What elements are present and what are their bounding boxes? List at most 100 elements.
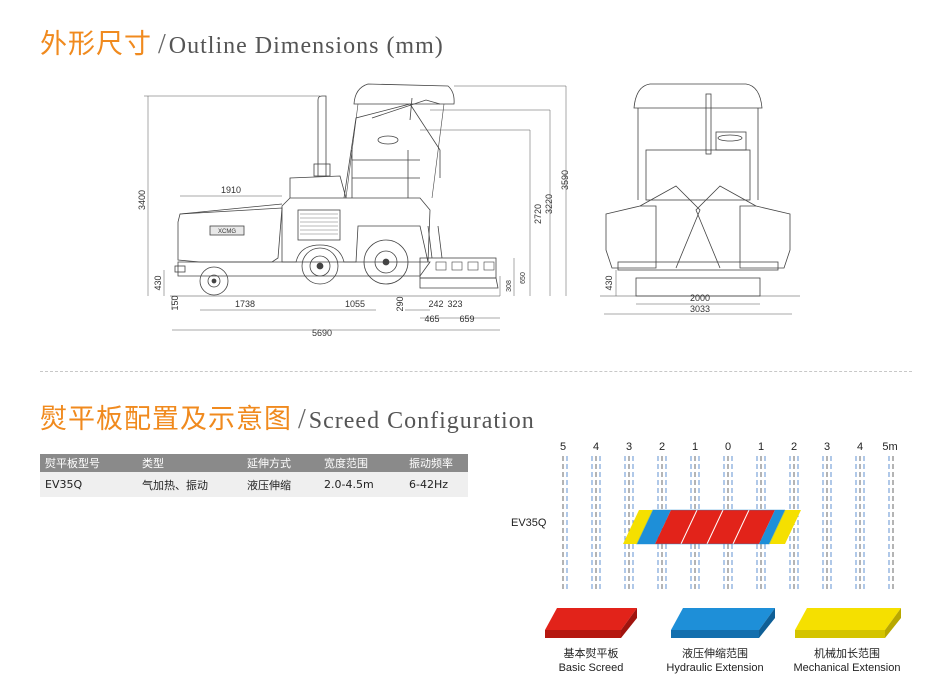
front-view bbox=[600, 83, 800, 297]
outline-section-title: 外形尺寸 / Outline Dimensions (mm) bbox=[40, 22, 444, 61]
scale-label-2: 3 bbox=[626, 441, 632, 453]
legend-basic: 基本熨平板 Basic Screed bbox=[545, 608, 637, 674]
front-canopy-posts bbox=[637, 108, 759, 200]
engine-hood bbox=[289, 175, 347, 199]
legend-hydraulic-swatch bbox=[671, 608, 775, 630]
side-dim-lines bbox=[144, 85, 567, 331]
legend-hydraulic: 液压伸缩范围 Hydraulic Extension bbox=[666, 608, 775, 674]
front-exhaust bbox=[705, 93, 712, 155]
dim-5690: 5690 bbox=[312, 328, 332, 338]
front-body bbox=[645, 149, 751, 201]
screed-title-en: Screed Configuration bbox=[308, 408, 535, 434]
scale-label-1: 4 bbox=[593, 441, 599, 453]
dim-1738: 1738 bbox=[235, 299, 255, 309]
legend-basic-en: Basic Screed bbox=[559, 662, 624, 674]
band-segment-lines bbox=[680, 509, 750, 545]
header-type: 类型 bbox=[137, 454, 242, 472]
hydraulic-ext-left bbox=[637, 510, 671, 544]
exhaust-pipe bbox=[317, 95, 327, 176]
dim-150: 150 bbox=[170, 295, 180, 310]
hopper-body bbox=[177, 207, 283, 263]
dim-1055: 1055 bbox=[345, 299, 365, 309]
scale-label-7: 2 bbox=[791, 441, 797, 453]
hydraulic-outline bbox=[636, 509, 786, 545]
dim-659: 659 bbox=[459, 314, 474, 324]
table-row: EV35Q 气加热、振动 液压伸缩 2.0-4.5m 6-42Hz bbox=[40, 472, 468, 497]
legend-mechanical-zh: 机械加长范围 bbox=[814, 646, 880, 660]
dim-430: 430 bbox=[153, 275, 163, 290]
screed-arm bbox=[427, 225, 443, 259]
railing bbox=[351, 150, 420, 198]
legend-basic-side bbox=[621, 608, 637, 638]
legend-basic-front bbox=[545, 630, 621, 638]
front-dim-2000: 2000 bbox=[690, 293, 710, 303]
brand-plate bbox=[209, 225, 245, 236]
dim-3590: 3590 bbox=[560, 170, 570, 190]
cell-type: 气加热、振动 bbox=[137, 472, 242, 497]
table-header-row: 熨平板型号 类型 延伸方式 宽度范围 振动频率 bbox=[40, 454, 468, 472]
hydraulic-ext-right bbox=[759, 510, 785, 544]
brand-label: XCMG bbox=[218, 229, 236, 235]
side-view: XCMG bbox=[170, 83, 500, 297]
legend-basic-swatch bbox=[545, 608, 637, 630]
legend: 基本熨平板 Basic Screed 液压伸缩范围 Hydraulic Exte… bbox=[545, 608, 901, 674]
rear-wheel bbox=[363, 239, 409, 285]
header-model: 熨平板型号 bbox=[40, 454, 137, 472]
dim-323: 323 bbox=[447, 299, 462, 309]
section-divider bbox=[40, 371, 912, 372]
dim-290: 290 bbox=[395, 296, 405, 311]
legend-hydraulic-en: Hydraulic Extension bbox=[666, 662, 763, 674]
dim-3400: 3400 bbox=[137, 190, 147, 210]
control-lever bbox=[409, 97, 413, 121]
front-hopper-center bbox=[639, 185, 757, 269]
legend-hydraulic-front bbox=[671, 630, 759, 638]
seat-frame bbox=[343, 103, 441, 199]
front-dim-labels: 430 2000 3033 bbox=[604, 275, 710, 314]
title-slash: / bbox=[298, 404, 306, 435]
screed-details bbox=[435, 261, 495, 271]
canopy bbox=[353, 83, 455, 105]
dim-3220: 3220 bbox=[544, 194, 554, 214]
cell-width: 2.0-4.5m bbox=[319, 472, 404, 497]
front-dim-lines bbox=[604, 270, 792, 315]
scale-label-5: 0 bbox=[725, 441, 731, 453]
front-steering bbox=[717, 134, 743, 142]
header-extension: 延伸方式 bbox=[242, 454, 319, 472]
side-dim-labels: 3400 1910 430 150 1738 1055 290 242 323 … bbox=[137, 170, 570, 338]
steering-wheel bbox=[377, 135, 399, 145]
screed-spec-table: 熨平板型号 类型 延伸方式 宽度范围 振动频率 EV35Q 气加热、振动 液压伸… bbox=[40, 454, 468, 497]
drive-wheel bbox=[301, 247, 339, 285]
dim-308: 308 bbox=[506, 280, 513, 292]
left-hopper-wing bbox=[605, 205, 657, 269]
dim-650: 650 bbox=[520, 272, 527, 284]
push-roller bbox=[174, 265, 186, 273]
main-body bbox=[281, 197, 431, 263]
mechanical-ext-left bbox=[623, 510, 653, 544]
scale-label-10: 5m bbox=[882, 441, 897, 453]
screed-title-zh: 熨平板配置及示意图 bbox=[40, 404, 292, 435]
seat-support bbox=[371, 99, 441, 119]
drive-hub bbox=[309, 255, 331, 277]
title-slash: / bbox=[158, 29, 166, 60]
header-frequency: 振动频率 bbox=[404, 454, 468, 472]
engine-vent bbox=[297, 209, 341, 241]
front-dim-3033: 3033 bbox=[690, 304, 710, 314]
screed-section-title: 熨平板配置及示意图 / Screed Configuration bbox=[40, 397, 535, 436]
legend-mechanical-side bbox=[885, 608, 901, 638]
scale-label-9: 4 bbox=[857, 441, 863, 453]
mechanical-ext-right bbox=[769, 510, 801, 544]
drive-hub-center bbox=[316, 262, 324, 270]
hopper-top bbox=[179, 203, 283, 215]
front-hub bbox=[207, 274, 221, 288]
dim-1910: 1910 bbox=[221, 185, 241, 195]
legend-mechanical-swatch bbox=[795, 608, 901, 630]
outline-drawing: XCMG bbox=[137, 83, 800, 338]
dim-465: 465 bbox=[424, 314, 439, 324]
canopy-posts bbox=[345, 103, 445, 199]
scale-label-3: 2 bbox=[659, 441, 665, 453]
cell-frequency: 6-42Hz bbox=[404, 472, 468, 497]
screed-unit bbox=[419, 257, 497, 279]
legend-hydraulic-zh: 液压伸缩范围 bbox=[682, 646, 748, 660]
